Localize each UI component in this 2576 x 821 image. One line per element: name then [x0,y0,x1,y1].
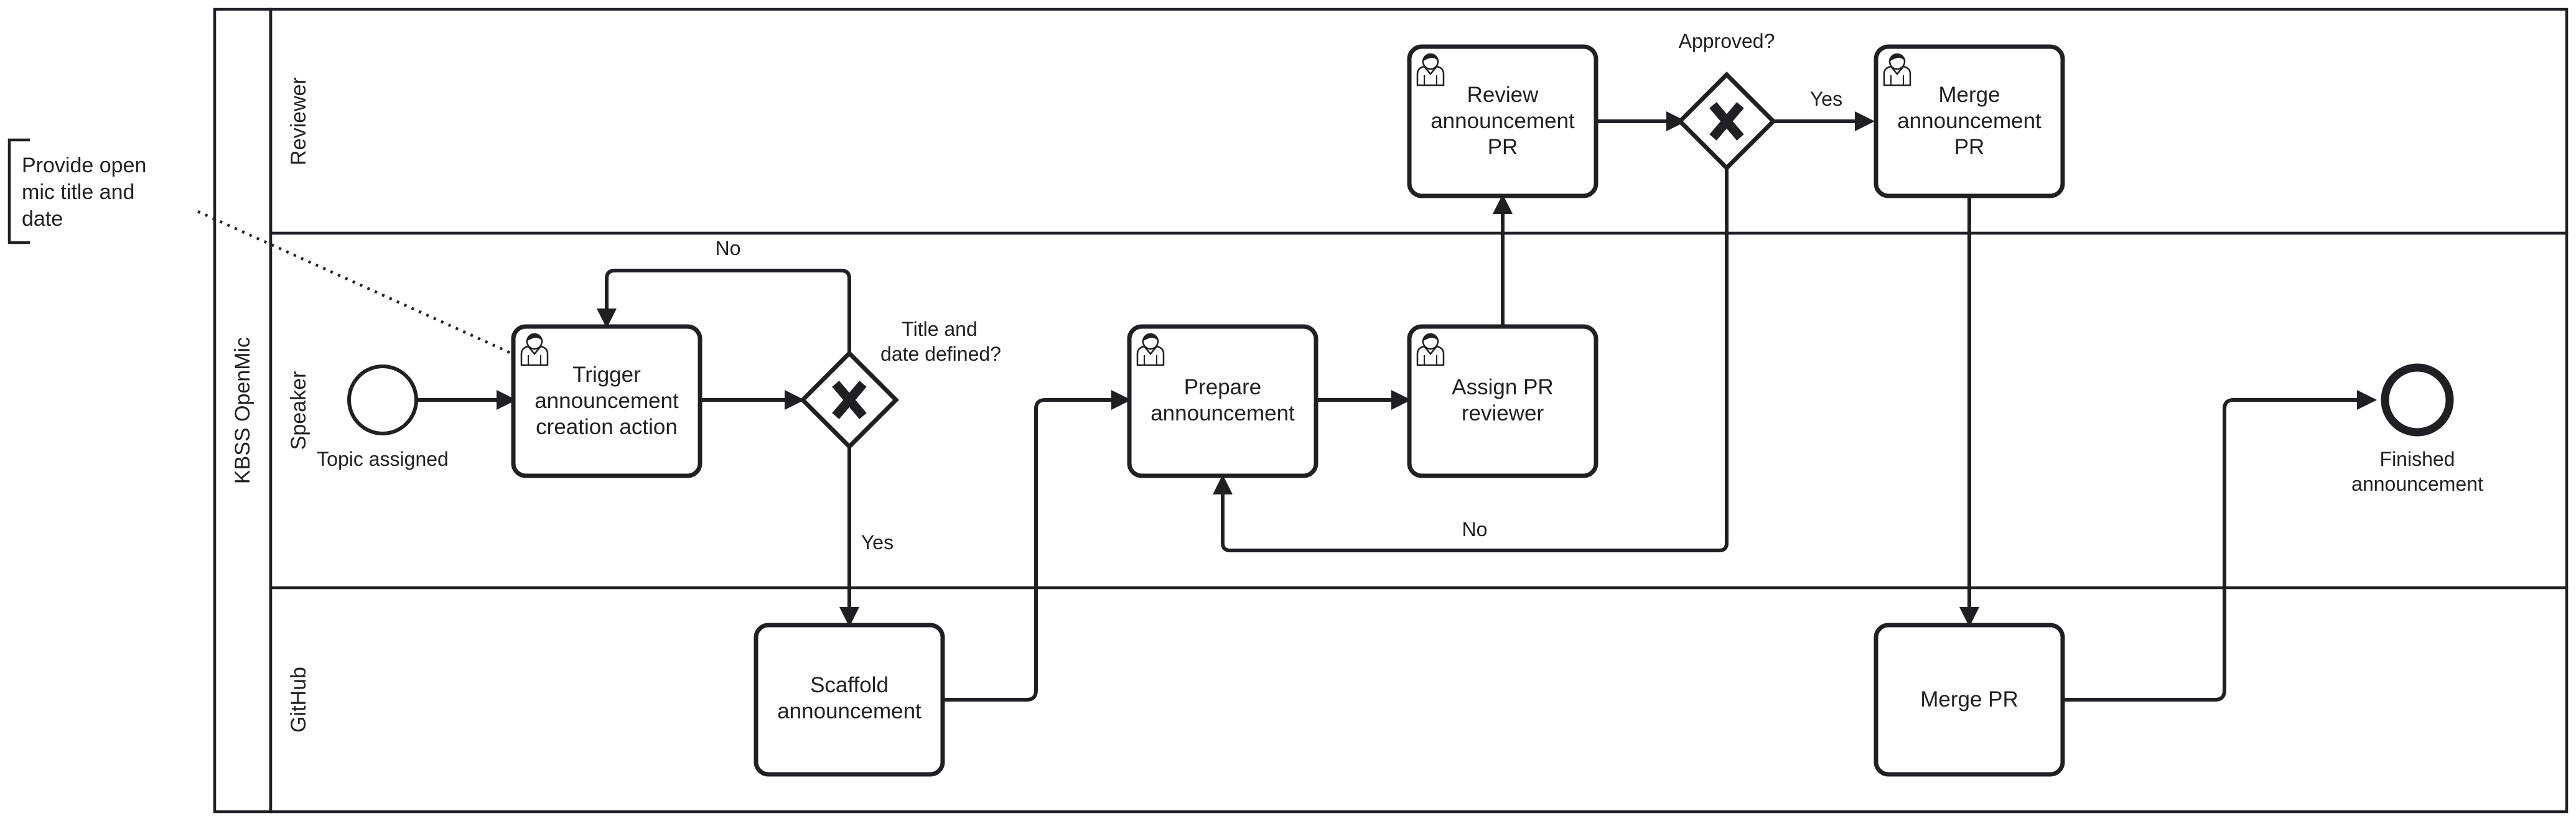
gateway-approved[interactable]: Approved? [1677,30,1776,171]
task-trigger-announcement[interactable]: Trigger announcement creation action [511,324,702,478]
gateway-title-defined[interactable]: Title and date defined? [800,318,1001,450]
task-review-box [1407,44,1598,198]
task-prepare-line-2: announcement [1150,401,1295,425]
end-event-label-line-1: Finished [2380,448,2455,470]
arrowhead-review [1493,194,1513,214]
arrowhead-merge-pr [1959,607,1979,627]
arrowhead-prepare-from-scaffold [1111,390,1131,410]
arrowhead-end [2357,390,2377,410]
start-event[interactable]: Topic assigned [317,364,449,470]
arrowhead-loop [597,308,617,328]
end-event[interactable]: Finished announcement [2351,363,2483,495]
task-merge-announcement-line-1: Merge [1938,83,2000,107]
flow-label-title-no: No [716,237,741,259]
arrowhead-approved [1666,111,1686,131]
task-scaffold-announcement[interactable]: Scaffold announcement [754,623,945,777]
lane-reviewer-label: Reviewer [287,77,310,165]
exclusive-x-icon [832,381,867,419]
task-scaffold-line-2: announcement [777,699,922,723]
arrowhead-prepare-from-approved [1213,475,1233,494]
start-event-circle [347,364,418,435]
sequence-flows [417,119,2361,702]
annotation-association [197,210,512,355]
lane-speaker-label: Speaker [287,371,310,450]
task-merge-pr-box [1874,623,2065,777]
task-merge-announcement-line-2: announcement [1897,109,2042,133]
task-trigger-line-3: creation action [536,415,678,439]
task-merge-announcement-line-3: PR [1954,135,1985,159]
text-annotation[interactable]: Provide open mic title and date [7,138,146,244]
flow-gateway-no-loop [605,269,851,353]
flow-label-title-yes: Yes [861,531,894,554]
annotation-line-2: mic title and [22,180,134,204]
task-trigger-line-2: announcement [534,389,679,413]
task-assign-line-2: reviewer [1462,401,1544,425]
task-prepare-line-1: Prepare [1184,375,1262,399]
task-merge-announcement-box [1874,44,2065,198]
task-assign-line-1: Assign PR [1452,375,1553,399]
end-event-circle [2381,363,2454,437]
task-merge-announcement-pr[interactable]: Merge announcement PR [1874,44,2065,198]
flow-approved-no-to-prepare [1221,169,1729,552]
gateway-approved-label: Approved? [1679,30,1775,52]
task-assign-box [1407,324,1598,478]
lane-github-label: GitHub [287,667,310,733]
task-review-line-3: PR [1488,135,1518,159]
flow-label-approved-no: No [1462,518,1488,540]
flow-label-approved-yes: Yes [1810,88,1842,110]
task-merge-pr[interactable]: Merge PR [1874,623,2065,777]
flow-merge-pr-to-end [2063,398,2361,702]
start-event-label: Topic assigned [317,448,449,470]
pool: KBSS OpenMic [213,7,273,814]
end-event-label-line-2: announcement [2351,473,2483,495]
annotation-line-3: date [22,207,63,231]
task-scaffold-line-1: Scaffold [810,673,889,697]
arrowheads [497,111,2377,627]
gateway-title-label-line-2: date defined? [880,343,1001,365]
arrowhead-assign [1391,390,1411,410]
gateway-title-label-line-1: Title and [902,318,978,340]
arrowhead-scaffold [839,607,859,627]
annotation-line-1: Provide open [22,154,146,177]
task-review-announcement-pr[interactable]: Review announcement PR [1407,44,1598,198]
task-trigger-line-1: Trigger [572,363,641,387]
task-assign-pr-reviewer[interactable]: Assign PR reviewer [1407,324,1598,478]
task-review-line-1: Review [1467,83,1539,107]
arrowhead-gateway [785,390,805,410]
task-trigger-box [511,324,702,478]
task-scaffold-box [754,623,945,777]
task-prepare-box [1127,324,1318,478]
flow-scaffold-to-prepare [943,398,1117,702]
arrowhead-trigger [497,390,516,410]
arrowhead-merge-announcement [1855,111,1875,131]
pool-label: KBSS OpenMic [231,337,254,484]
annotation-bracket [7,138,30,244]
task-prepare-announcement[interactable]: Prepare announcement [1127,324,1318,478]
task-merge-pr-line-1: Merge PR [1920,687,2018,712]
pool-header [213,7,273,814]
exclusive-x-icon [1709,102,1744,141]
task-review-line-2: announcement [1430,109,1575,133]
